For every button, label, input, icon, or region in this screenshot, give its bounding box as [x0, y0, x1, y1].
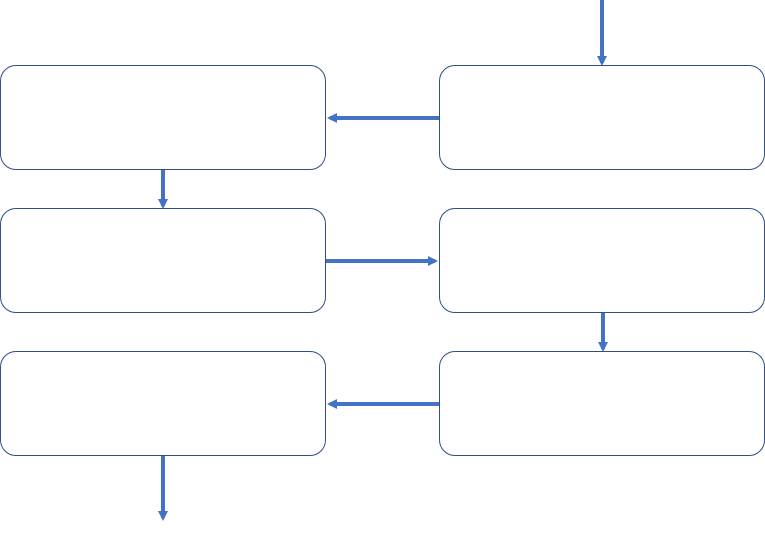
flow-box-6 — [0, 351, 326, 456]
flow-box-1 — [439, 65, 765, 170]
flow-box-3 — [0, 208, 326, 313]
flow-box-5 — [439, 351, 765, 456]
flow-box-4 — [439, 208, 765, 313]
flow-box-2 — [0, 65, 326, 170]
